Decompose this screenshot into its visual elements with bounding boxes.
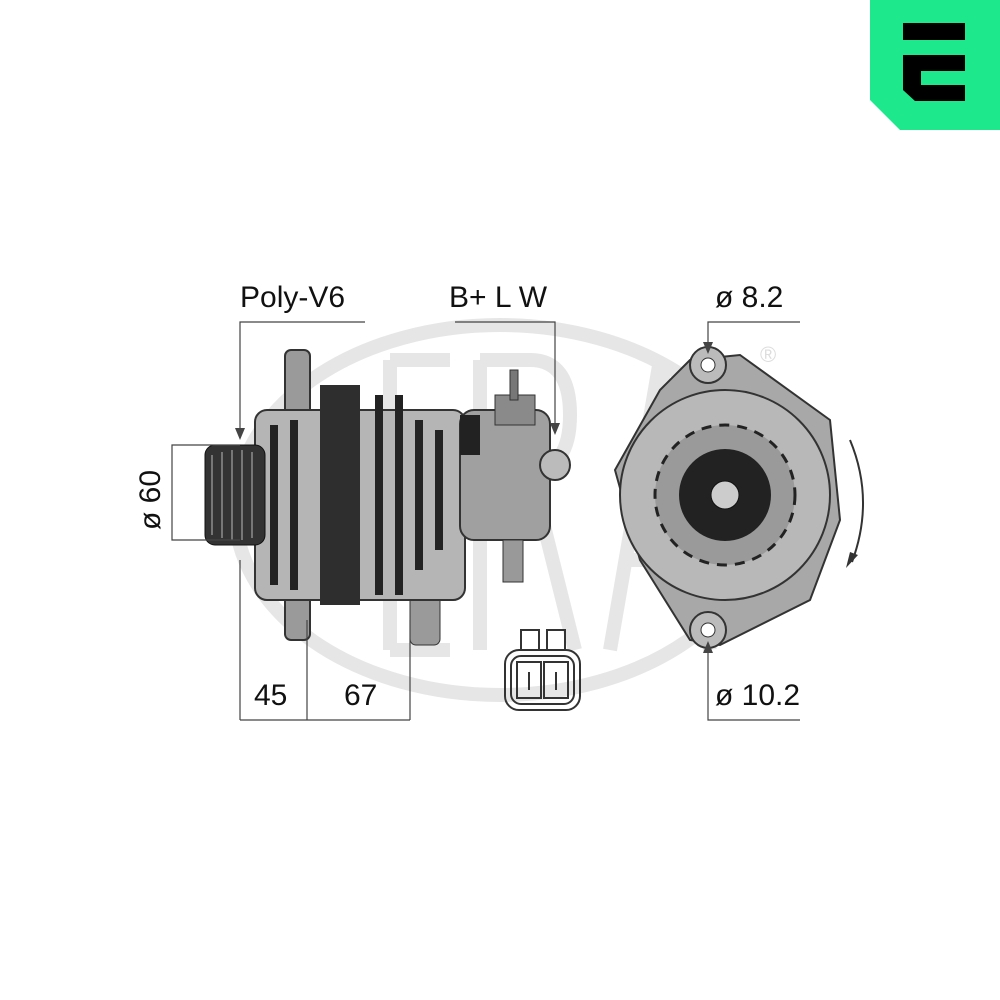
alternator-side-view (204, 349, 571, 646)
top-hole-diameter-label: ø 8.2 (715, 281, 783, 314)
pulley-diameter-label: ø 60 (134, 470, 167, 530)
dimension-arrowheads (235, 342, 713, 653)
length-rear-label: 67 (344, 679, 377, 712)
connector-plug-icon (504, 629, 581, 711)
length-front-label: 45 (254, 679, 287, 712)
registered-mark: ® (760, 342, 776, 367)
rotation-arrow-icon (849, 439, 864, 563)
pulley-type-label: Poly-V6 (240, 281, 345, 314)
bottom-hole-diameter-label: ø 10.2 (715, 679, 800, 712)
connector-terminals-label: B+ L W (449, 281, 548, 314)
dimension-lines (171, 321, 800, 721)
brand-logo (870, 0, 1000, 130)
alternator-front-view (613, 346, 842, 649)
